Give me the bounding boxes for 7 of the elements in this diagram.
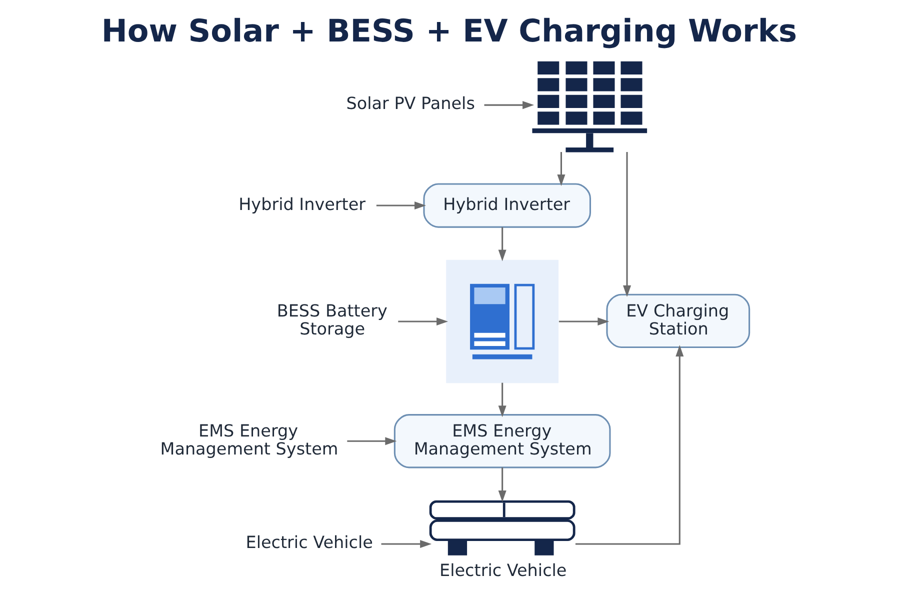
- diagram-title: How Solar + BESS + EV Charging Works: [101, 13, 798, 50]
- node-text: BESS Battery Storage: [276, 300, 388, 338]
- node-text: Electric Vehicle: [246, 532, 373, 552]
- node-label: Electric Vehicle: [440, 560, 567, 580]
- node-text: EMS Energy Management System: [160, 420, 338, 459]
- node-text: Hybrid Inverter: [238, 194, 366, 214]
- node-text: Solar PV Panels: [346, 92, 475, 113]
